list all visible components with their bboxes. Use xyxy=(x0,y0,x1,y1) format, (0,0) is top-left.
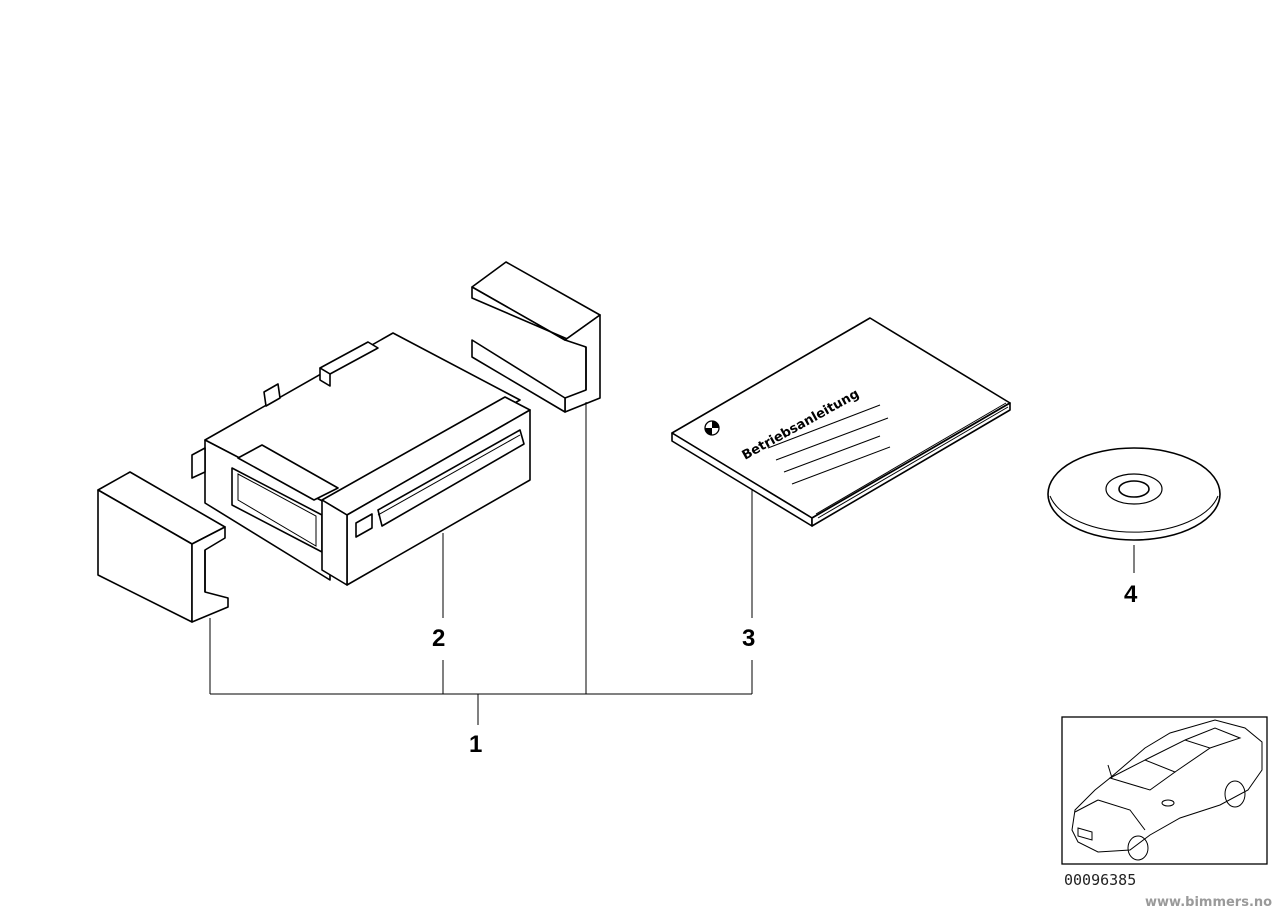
leader-lines xyxy=(209,402,1135,725)
manual-booklet-icon xyxy=(671,317,1011,527)
left-bracket-icon xyxy=(97,471,229,623)
disc-icon xyxy=(1047,447,1221,541)
callout-part-1: 1 xyxy=(469,731,482,758)
right-bracket-icon xyxy=(471,261,601,413)
diagram-number: 00096385 xyxy=(1064,871,1136,889)
callout-part-2: 2 xyxy=(432,625,445,652)
cd-changer-icon xyxy=(191,332,531,586)
callout-part-3: 3 xyxy=(742,625,755,652)
callout-part-4: 4 xyxy=(1124,581,1138,608)
car-thumbnail-icon xyxy=(1061,716,1268,865)
watermark-text: www.bimmers.no xyxy=(1145,895,1272,909)
